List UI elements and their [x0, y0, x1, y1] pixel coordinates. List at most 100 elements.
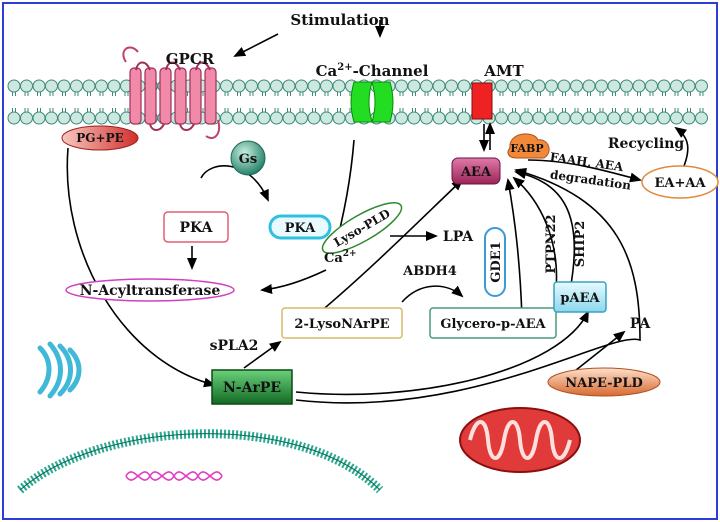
gpcr-receptor [122, 46, 220, 139]
arrow-recycling [674, 126, 689, 167]
lipid-head [257, 79, 271, 93]
arrow-narpe-paea [295, 310, 589, 396]
lipid-head [682, 79, 696, 93]
lipid-tail [624, 92, 629, 96]
endoplasmic-reticulum [37, 341, 82, 399]
lipid-tail [424, 108, 429, 112]
lipid-head [545, 79, 558, 93]
arrow-ptpn22 [512, 176, 558, 291]
lipid-tail [512, 108, 516, 112]
lipid-head [507, 111, 521, 125]
lipid-tail [574, 92, 579, 96]
amt-transporter [471, 82, 493, 120]
spla2-label: sPLA2 [210, 338, 259, 354]
gpcr-label: GPCR [166, 50, 215, 68]
lipid-head [307, 79, 321, 93]
lpa-label: LPA [443, 229, 474, 245]
lipid-head [645, 79, 658, 93]
ea-aa-node [641, 165, 719, 199]
ptpn22-label: PTPN22 [544, 214, 559, 273]
lipid-head [320, 79, 333, 93]
nucleus-envelope-edge [19, 433, 381, 491]
gs-label: Gs [239, 152, 257, 167]
lipid-tail [449, 108, 454, 112]
calcium-ion-label: Ca2+ [324, 249, 357, 266]
lipid-head [532, 79, 546, 93]
lipid-head [445, 79, 458, 93]
lipid-tail [37, 108, 41, 112]
arrow-abdh4 [401, 285, 464, 303]
lipid-tail [74, 108, 79, 112]
lipid-head [645, 111, 658, 125]
lipid-tail [574, 108, 579, 112]
lipid-head [657, 79, 671, 93]
lipid-tail [337, 108, 341, 112]
lipid-head [545, 111, 558, 125]
gde1-label: GDE1 [489, 241, 504, 282]
aea-label: AEA [460, 165, 492, 180]
lipid-head [582, 79, 596, 93]
lipid-head [620, 79, 633, 93]
nape-pld-node [547, 367, 661, 397]
lipid-tail [462, 92, 466, 96]
lipid-tail [437, 108, 441, 112]
lipid-tail [237, 92, 241, 96]
lipid-tail [62, 92, 66, 96]
lipid-head [107, 79, 121, 93]
lipid-tail [312, 108, 316, 112]
lipid-head [695, 79, 708, 93]
lipid-tail [637, 108, 641, 112]
n-arpe-node [211, 369, 293, 405]
lipid-tail [537, 108, 541, 112]
lipid-head [232, 111, 246, 125]
lipid-head [107, 111, 121, 125]
lipid-head [520, 79, 533, 93]
lipid-tail [562, 92, 566, 96]
lipid-tail [99, 92, 104, 96]
lipid-tail [249, 92, 254, 96]
lipid-head [282, 79, 296, 93]
lipid-head [270, 111, 283, 125]
lipid-head [457, 79, 471, 93]
arrow-ship2 [514, 169, 576, 291]
lipid-head [420, 111, 433, 125]
pka-left-label: PKA [180, 220, 214, 236]
lipid-tail [124, 108, 129, 112]
lipid-head [570, 111, 583, 125]
lipid-head [607, 111, 621, 125]
lipid-tail [674, 92, 679, 96]
arrow-narpe-lyso [243, 340, 282, 369]
n-acyltransferase-label: N-Acyltransferase [80, 283, 221, 299]
lipid-tail [687, 108, 691, 112]
arrow-stimulation-gpcr [233, 33, 279, 57]
lipid-tail [462, 108, 466, 112]
lipid-head [307, 111, 321, 125]
lipid-tail [699, 108, 704, 112]
gs-node [230, 140, 266, 176]
lipid-head [620, 111, 633, 125]
lipid-tail [537, 92, 541, 96]
paea-node [553, 281, 607, 313]
lipid-tail [224, 108, 229, 112]
lyso-pld-node [321, 202, 403, 254]
lipid-head [570, 79, 583, 93]
lipid-head [20, 79, 33, 93]
lipid-tail [37, 92, 41, 96]
lipid-tail [637, 92, 641, 96]
pka-left-node [163, 211, 229, 243]
lipid-head [507, 79, 521, 93]
lipid-tail [412, 92, 416, 96]
lipid-head [582, 111, 596, 125]
lipid-head [295, 79, 308, 93]
lipid-tail [224, 92, 229, 96]
lipid-tail [287, 108, 291, 112]
lipid-head [407, 79, 421, 93]
lipid-tail [274, 108, 279, 112]
lipid-head [420, 79, 433, 93]
lipid-tail [562, 108, 566, 112]
lipid-head [270, 79, 283, 93]
lipid-head [95, 111, 108, 125]
lipid-head [432, 111, 446, 125]
lipid-tail [262, 108, 266, 112]
